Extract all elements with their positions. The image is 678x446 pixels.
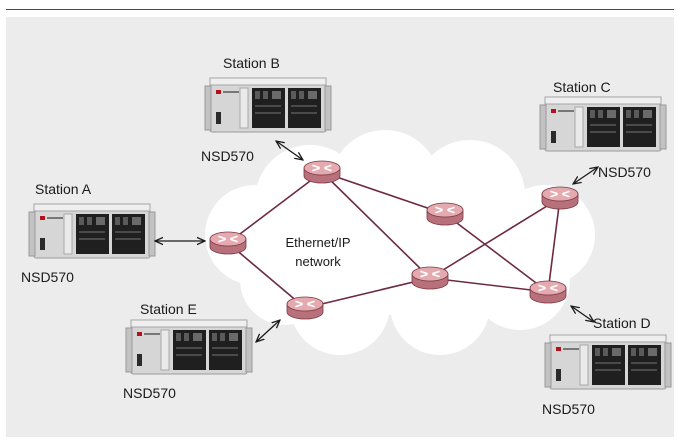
station-e-device: NSD570 bbox=[123, 385, 176, 401]
network-links bbox=[227, 171, 561, 309]
link-r1-r3 bbox=[227, 242, 306, 309]
station-c-name: Station C bbox=[553, 79, 611, 95]
link-r1-r2 bbox=[227, 171, 323, 244]
station-d-device-image bbox=[544, 334, 672, 390]
station-a-device: NSD570 bbox=[21, 269, 74, 285]
station-connections bbox=[155, 141, 598, 342]
station-b-device-image bbox=[204, 77, 332, 133]
link-r3-r5 bbox=[304, 277, 431, 309]
station-b-name: Station B bbox=[223, 55, 280, 71]
network-label-line1: Ethernet/IP bbox=[285, 235, 350, 250]
link-r2-r5 bbox=[321, 171, 431, 279]
station-a-device-image bbox=[28, 203, 156, 259]
arrow-station-c bbox=[573, 167, 598, 184]
top-rule bbox=[6, 9, 674, 10]
station-d-device: NSD570 bbox=[542, 401, 595, 417]
station-e-name: Station E bbox=[140, 301, 197, 317]
station-c-device: NSD570 bbox=[598, 164, 651, 180]
station-d-name: Station D bbox=[593, 315, 651, 331]
station-c-device-image bbox=[539, 96, 667, 152]
link-r2-r4 bbox=[321, 171, 446, 215]
router-5 bbox=[411, 266, 449, 290]
arrow-station-d bbox=[571, 306, 594, 322]
link-r5-r6 bbox=[429, 197, 561, 279]
router-6 bbox=[541, 186, 579, 210]
router-3 bbox=[286, 296, 324, 320]
station-e-device-image bbox=[125, 319, 253, 375]
network-label-line2: network bbox=[295, 254, 341, 269]
router-4 bbox=[426, 202, 464, 226]
link-r4-r7 bbox=[444, 213, 549, 293]
router-7 bbox=[529, 280, 567, 304]
arrow-station-e bbox=[256, 320, 280, 342]
arrow-station-b bbox=[276, 141, 303, 160]
link-r6-r7 bbox=[547, 197, 561, 293]
router-2 bbox=[303, 160, 341, 184]
router-1 bbox=[209, 231, 247, 255]
link-r5-r7 bbox=[429, 277, 549, 293]
network-cloud bbox=[205, 130, 595, 355]
station-a-name: Station A bbox=[35, 181, 92, 197]
station-b-device: NSD570 bbox=[201, 148, 254, 164]
